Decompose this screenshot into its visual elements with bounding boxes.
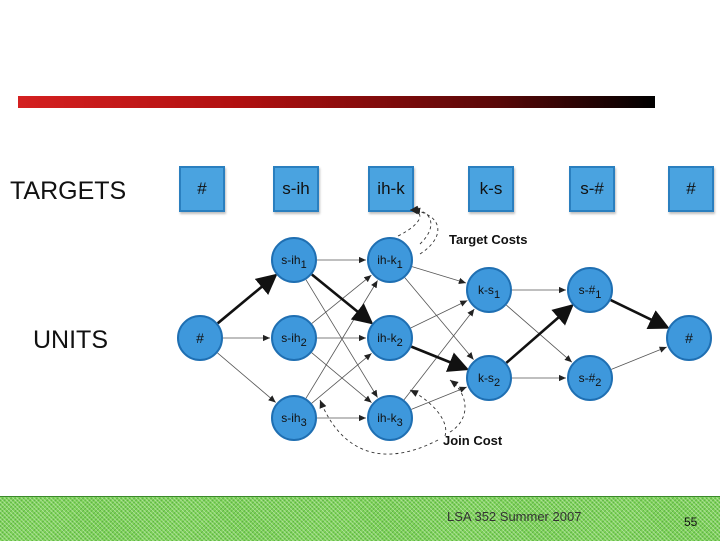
title-bar (18, 96, 655, 108)
target-box-end: # (668, 166, 714, 212)
unit-node-ih-k1: ih-k1 (367, 237, 413, 283)
unit-label: s-#2 (579, 371, 602, 389)
lattice-edge (411, 266, 467, 285)
unit-node-s-hash2: s-#2 (567, 355, 613, 401)
lattice-edge (411, 386, 467, 410)
lattice-edge (611, 346, 667, 370)
target-cost-arrow (397, 207, 421, 237)
unit-label: ih-k1 (377, 253, 402, 271)
unit-node-s-ih1: s-ih1 (271, 237, 317, 283)
lattice-edge (410, 300, 468, 329)
unit-node-k-s2: k-s2 (466, 355, 512, 401)
join-cost-arrow (449, 379, 466, 433)
lattice-edge (404, 277, 474, 360)
unit-node-end: # (666, 315, 712, 361)
footer-bar: LSA 352 Summer 2007 55 (0, 496, 720, 541)
unit-label: # (685, 330, 693, 346)
cost-arrows (319, 205, 466, 455)
unit-label: s-ih1 (281, 253, 306, 271)
unit-label: k-s1 (478, 283, 500, 301)
unit-label: s-#1 (579, 283, 602, 301)
lattice-edge (305, 280, 378, 399)
targets-label: TARGETS (10, 177, 127, 205)
target-box-k-s: k-s (468, 166, 514, 212)
footer-text: LSA 352 Summer 2007 (447, 509, 582, 524)
best-path-edge (610, 298, 670, 329)
lattice-edge (311, 352, 372, 403)
unit-node-ih-k3: ih-k3 (367, 395, 413, 441)
unit-nodes: # s-ih1 s-ih2 s-ih3 ih-k1 ih-k2 ih-k3 k-… (177, 237, 712, 441)
unit-label: # (196, 330, 204, 346)
unit-label: s-ih2 (281, 331, 306, 349)
best-path-edge (410, 345, 470, 372)
best-path-edge (311, 273, 374, 325)
units-label: UNITS (33, 326, 108, 354)
join-cost-label: Join Cost (443, 433, 503, 448)
unit-node-s-ih3: s-ih3 (271, 395, 317, 441)
lattice-edge (305, 279, 378, 398)
unit-node-s-hash1: s-#1 (567, 267, 613, 313)
join-cost-arrow (409, 389, 447, 437)
unit-node-s-ih2: s-ih2 (271, 315, 317, 361)
best-path-edge (216, 273, 278, 325)
target-box-ih-k: ih-k (368, 166, 414, 212)
unit-node-start: # (177, 315, 223, 361)
target-box-s-hash: s-# (569, 166, 615, 212)
lattice-edge (217, 352, 276, 403)
unit-node-k-s1: k-s1 (466, 267, 512, 313)
target-costs-label: Target Costs (449, 232, 528, 247)
target-box-s-ih: s-ih (273, 166, 319, 212)
unit-label: s-ih3 (281, 411, 306, 429)
lattice-edge (311, 353, 372, 404)
unit-node-ih-k2: ih-k2 (367, 315, 413, 361)
target-box-start: # (179, 166, 225, 212)
join-cost-arrow (319, 399, 439, 455)
target-cost-arrow (409, 205, 432, 245)
unit-label: k-s2 (478, 371, 500, 389)
page-number: 55 (684, 515, 698, 529)
best-path-edge (505, 304, 574, 364)
unit-label: ih-k2 (377, 331, 402, 349)
unit-label: ih-k3 (377, 411, 402, 429)
lattice-edge (403, 308, 475, 401)
target-cost-arrow (411, 207, 439, 255)
edges (216, 256, 670, 422)
